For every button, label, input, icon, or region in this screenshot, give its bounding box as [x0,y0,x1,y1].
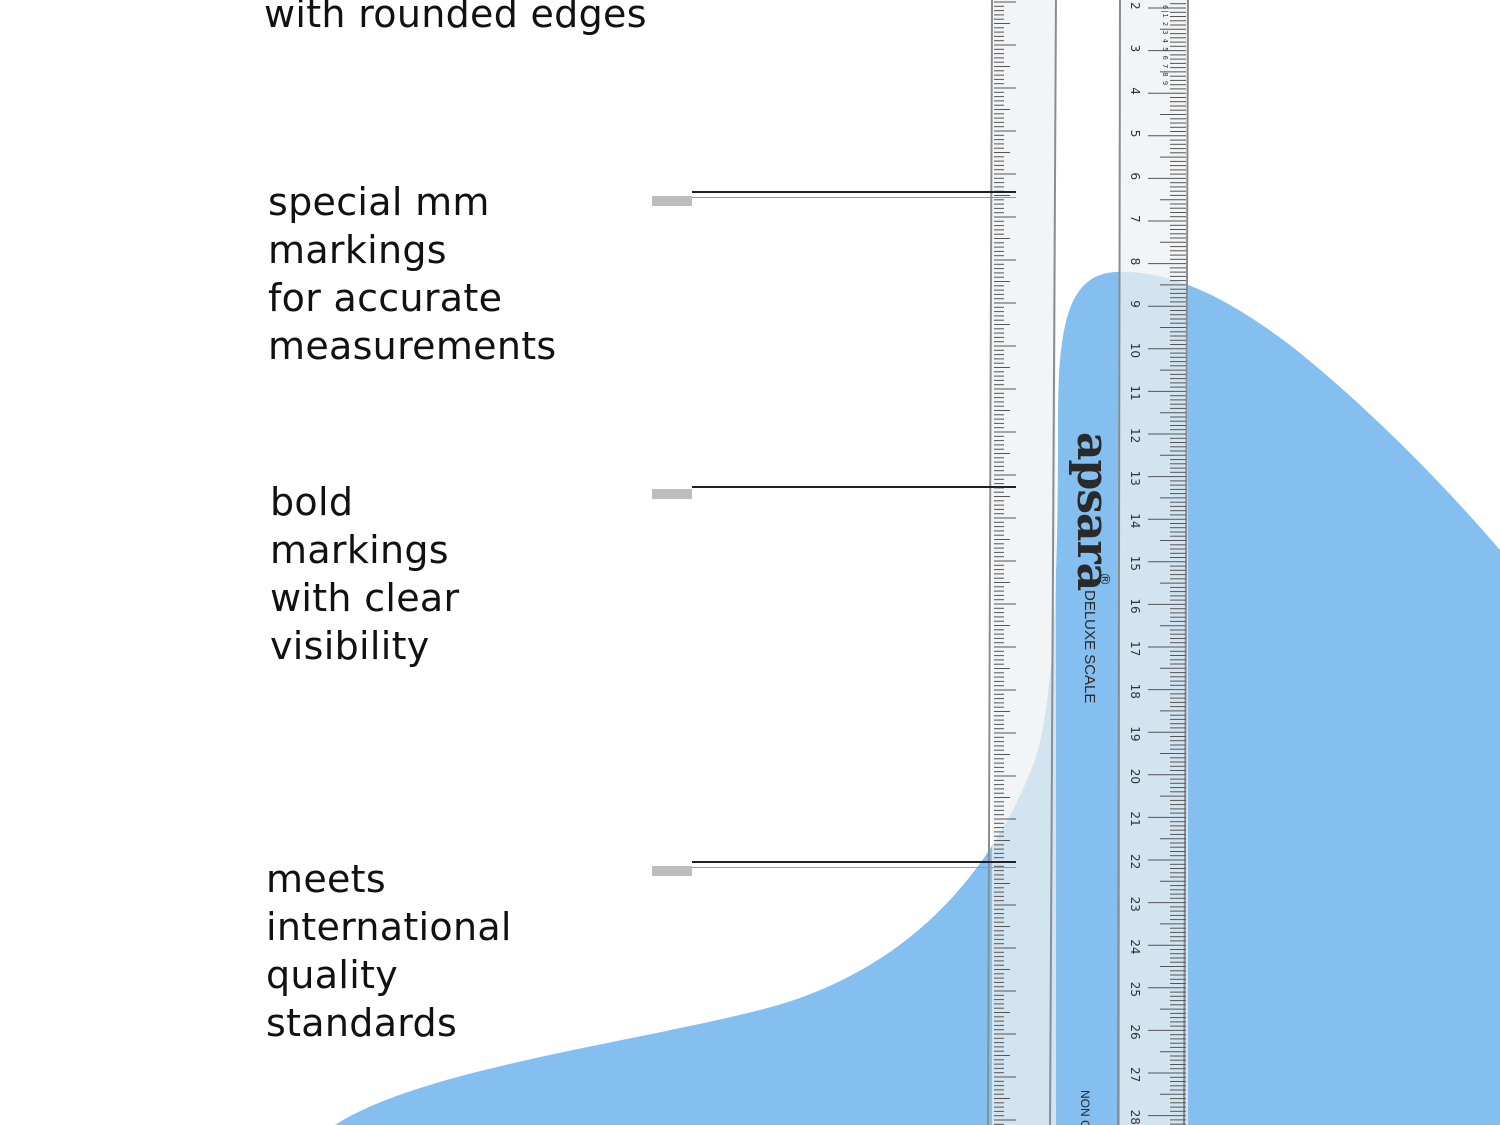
cm-label: 23 [1128,897,1142,912]
leader-stub [652,489,692,499]
cm-label: 9 [1128,300,1142,308]
cm-label: 8 [1128,258,1142,266]
feature-line: meets [266,857,386,901]
cm-label: 27 [1128,1067,1142,1082]
feature-line: bold [270,480,354,524]
leader-stub [652,196,692,206]
cm-label: 17 [1128,641,1142,656]
registered-mark: ® [1096,572,1112,586]
cm-label: 20 [1128,769,1142,784]
wide-ruler-left-edge [1117,0,1121,1125]
thin-ruler-left-edge [987,0,993,1125]
inch-mini-scale: 6|1 2 3 4 5 6 7 8 9 [1161,5,1169,85]
feature-mm-markings: special mm markings for accurate measure… [268,178,557,370]
cm-label: 12 [1128,428,1142,443]
cm-label: 7 [1128,215,1142,223]
feature-line: with clear [270,576,460,620]
brand-logo: apsara [1067,432,1118,591]
feature-line: markings [268,228,447,272]
cm-label: 15 [1128,556,1142,571]
leader-rule [692,191,1016,198]
wide-ruler-ticks [1148,3,1186,1125]
cm-label: 25 [1128,982,1142,997]
cm-label: 3 [1128,45,1142,53]
cm-label: 18 [1128,684,1142,699]
feature-bold-markings: bold markings with clear visibility [270,478,459,670]
thin-ruler-body [992,0,1056,1125]
thin-ruler [987,0,1057,1125]
cm-label: 6 [1128,172,1142,180]
cm-label: 26 [1128,1024,1142,1039]
cm-label: 16 [1128,598,1142,613]
cm-label: 21 [1128,811,1142,826]
ruler-subtitle: DELUXE SCALE [1081,590,1098,703]
ruler-bottom-text: NON C [1078,1090,1092,1125]
cm-label: 24 [1128,939,1142,954]
cm-label: 10 [1128,343,1142,358]
feature-line: special mm [268,180,490,224]
feature-line: international [266,905,512,949]
cm-label: 5 [1128,130,1142,138]
cm-label: 28 [1128,1110,1142,1125]
feature-rounded-edges: with rounded edges [264,0,647,38]
cm-label: 13 [1128,471,1142,486]
feature-line: standards [266,1001,458,1045]
cm-label: 4 [1128,87,1142,95]
blue-blob-background [335,271,1500,1125]
leader-rule [692,861,1016,868]
feature-line: visibility [270,624,430,668]
wide-ruler-body [1120,0,1188,1125]
leader-stub [652,866,692,876]
leader-rule [692,486,1016,488]
cm-label: 11 [1128,385,1142,400]
feature-line: measurements [268,324,557,368]
wide-ruler: 2345678910111213141516171819202122232425… [1067,0,1189,1125]
feature-line: with rounded edges [264,0,647,36]
feature-quality-standards: meets international quality standards [266,855,512,1047]
wide-ruler-cm-labels: 2345678910111213141516171819202122232425… [1128,2,1142,1125]
thin-ruler-right-edge [1049,0,1057,1125]
cm-label: 22 [1128,854,1142,869]
cm-label: 14 [1128,513,1142,528]
feature-line: for accurate [268,276,503,320]
feature-line: quality [266,953,399,997]
cm-label: 2 [1128,2,1142,10]
feature-line: markings [270,528,449,572]
cm-label: 19 [1128,726,1142,741]
